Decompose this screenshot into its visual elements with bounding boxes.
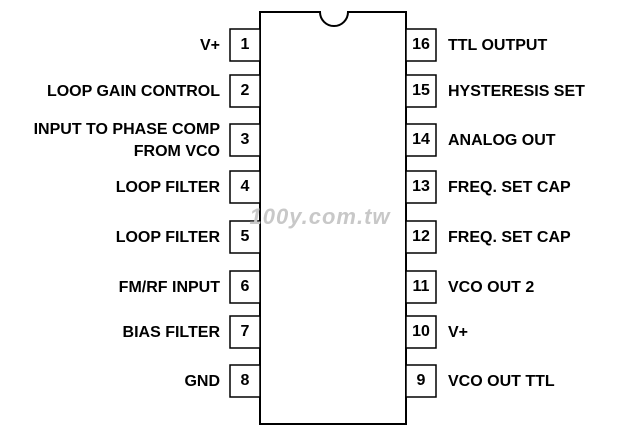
pin-box-12	[405, 220, 437, 254]
pin-number-14: 14	[412, 131, 430, 148]
pin-label-11: VCO OUT 2	[448, 279, 535, 296]
pin-label-4: LOOP FILTER	[115, 179, 220, 196]
pin-box-2	[229, 74, 261, 108]
pin-label-13: FREQ. SET CAP	[448, 179, 571, 196]
pin-number-4: 4	[240, 178, 250, 195]
pin-number-9: 9	[416, 372, 426, 389]
pin-label-9: VCO OUT TTL	[448, 373, 555, 390]
pin-box-11	[405, 270, 437, 304]
watermark: 100y.com.tw	[249, 204, 391, 229]
pin-box-6	[229, 270, 261, 304]
pin-number-12: 12	[412, 228, 430, 245]
pin-box-16	[405, 28, 437, 62]
pin-label-15: HYSTERESIS SET	[448, 83, 585, 100]
pin-box-13	[405, 170, 437, 204]
pin-number-1: 1	[240, 36, 250, 53]
pin-number-2: 2	[240, 82, 250, 99]
pin-box-4	[229, 170, 261, 204]
pin-label-10: V+	[448, 324, 469, 341]
pin-box-8	[229, 364, 261, 398]
pin-box-14	[405, 123, 437, 157]
pin-box-10	[405, 315, 437, 349]
pin-number-13: 13	[412, 178, 430, 195]
pin-number-5: 5	[240, 228, 250, 245]
pin-number-15: 15	[412, 82, 430, 99]
pin-box-7	[229, 315, 261, 349]
pin-label-1: V+	[199, 37, 220, 54]
pin-box-5	[229, 220, 261, 254]
pin-number-11: 11	[412, 278, 430, 295]
ic-body-outline	[259, 11, 407, 425]
pin-label-16: TTL OUTPUT	[448, 37, 548, 54]
pin-number-16: 16	[412, 36, 430, 53]
pin-number-7: 7	[240, 323, 250, 340]
pin-label-2: LOOP GAIN CONTROL	[46, 83, 220, 100]
pin-number-10: 10	[412, 323, 430, 340]
pin-number-6: 6	[240, 278, 250, 295]
pin-number-8: 8	[240, 372, 250, 389]
pin-label-12: FREQ. SET CAP	[448, 229, 571, 246]
pin-box-15	[405, 74, 437, 108]
pin-label-14: ANALOG OUT	[448, 132, 556, 149]
pin-label-8: GND	[184, 373, 220, 390]
pin-box-1	[229, 28, 261, 62]
pin-number-3: 3	[240, 131, 250, 148]
pin-label-5: LOOP FILTER	[115, 229, 220, 246]
pin-label-7: BIAS FILTER	[122, 324, 220, 341]
pin-label-3: INPUT TO PHASE COMP FROM VCO	[33, 121, 220, 160]
pin-label-6: FM/RF INPUT	[118, 279, 220, 296]
pin-box-3	[229, 123, 261, 157]
pin-box-9	[405, 364, 437, 398]
